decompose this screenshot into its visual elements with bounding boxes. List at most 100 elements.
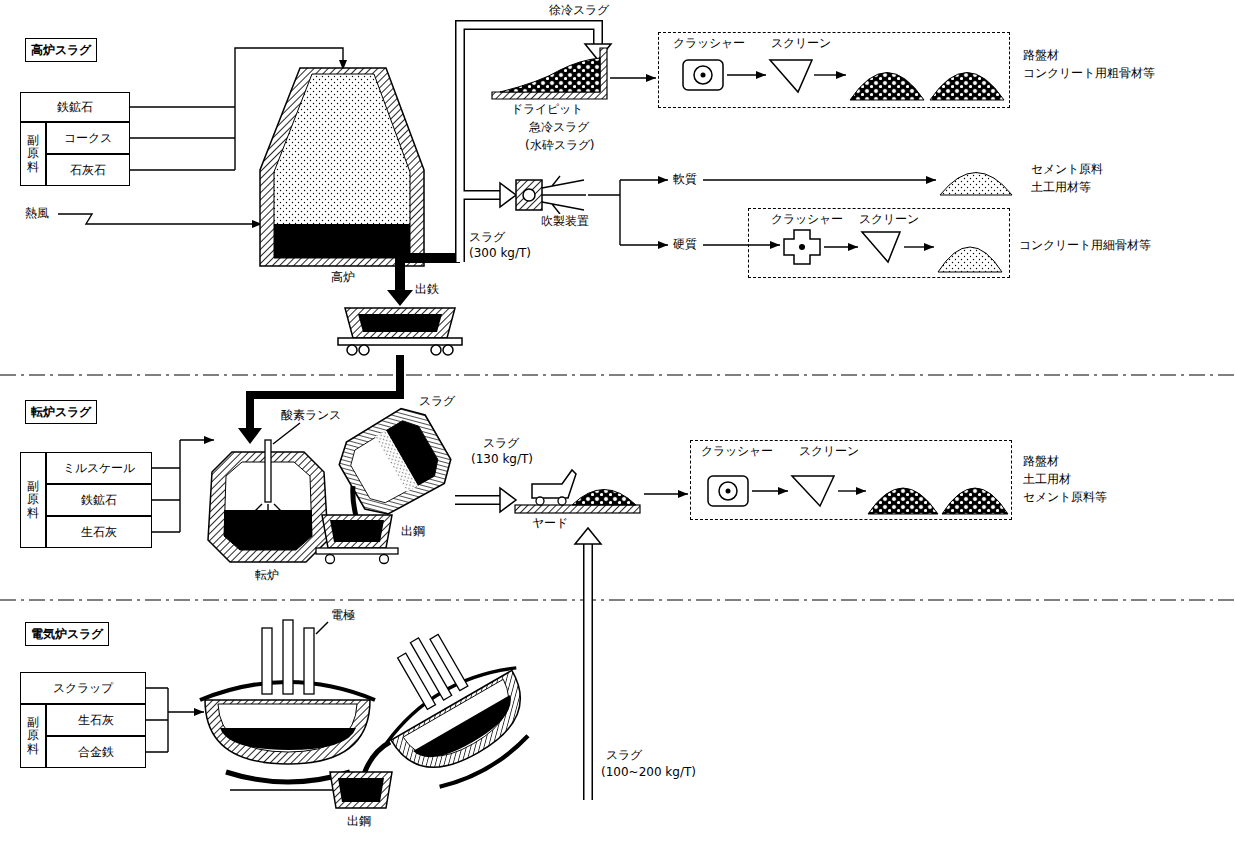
split-arrows	[703, 244, 780, 245]
granulator	[542, 176, 586, 214]
process-icons	[727, 74, 766, 75]
converter	[273, 423, 300, 444]
label: 路盤材	[1022, 454, 1060, 468]
electric-furnace	[304, 628, 314, 694]
hollow-arrow	[500, 488, 516, 512]
slag-yard	[532, 470, 576, 498]
converter	[208, 423, 328, 562]
section-heading-box: 高炉スラグ	[25, 38, 97, 62]
hollow-arrow	[585, 544, 592, 800]
material-name: 副原料	[27, 134, 39, 174]
material-name: 副原料	[27, 480, 39, 520]
slag-yard	[572, 490, 636, 506]
feed-line	[146, 688, 204, 752]
tilted-electric-furnace	[430, 634, 468, 690]
feed-line	[180, 439, 214, 440]
ladle	[330, 520, 384, 542]
material-cell: 鉄鉱石	[20, 92, 130, 122]
process-icons	[942, 488, 1008, 514]
ladle	[316, 486, 398, 564]
label: ヤード	[531, 516, 569, 530]
process-icons	[784, 230, 820, 264]
material-name: スクラップ	[53, 681, 113, 695]
ladle	[338, 778, 384, 802]
ladle	[330, 772, 392, 808]
granulator	[516, 176, 586, 214]
electric-furnace	[230, 789, 346, 791]
processing-group: クラッシャースクリーン	[690, 440, 1012, 520]
section-heading-box: 転炉スラグ	[25, 400, 97, 424]
label: セメント原料	[1030, 162, 1104, 176]
ladle	[380, 555, 389, 564]
blast-furnace	[274, 74, 410, 258]
label: 吹製装置	[540, 214, 590, 228]
process-icons	[814, 74, 846, 75]
material-cell: 合金鉄	[46, 736, 146, 768]
label: コンクリート用粗骨材等	[1022, 66, 1156, 80]
material-cell: 鉄鉱石	[46, 484, 152, 516]
electric-furnace	[205, 700, 370, 764]
slag-yard	[644, 493, 688, 494]
label: 転炉	[254, 568, 280, 582]
tilted-converter	[344, 415, 444, 510]
label: (100~200 kg/T)	[600, 765, 697, 779]
slag-yard	[515, 470, 688, 513]
label: 軟質	[672, 172, 698, 186]
label: 出鉄	[414, 282, 440, 296]
material-category-cell: 副原料	[20, 122, 46, 186]
label: 路盤材	[1022, 48, 1060, 62]
electric-furnace	[262, 628, 272, 694]
equipment-label: スクリーン	[771, 36, 831, 50]
section-separator	[0, 375, 1235, 600]
hollow-arrow	[460, 190, 502, 200]
tilted-converter	[330, 400, 459, 524]
feed-line	[152, 440, 180, 532]
label: 熱風	[24, 206, 50, 220]
section-heading: 高炉スラグ	[31, 43, 91, 57]
label: (300 kg/T)	[468, 246, 532, 260]
process-icons	[708, 476, 1008, 514]
ladle	[364, 742, 390, 774]
label: (130 kg/T)	[470, 452, 534, 466]
torpedo-car	[347, 345, 357, 355]
converter	[254, 504, 282, 512]
torpedo-car	[338, 308, 462, 355]
hollow-arrow	[455, 497, 502, 504]
blast-furnace	[260, 68, 424, 266]
label: 出鋼	[400, 524, 426, 538]
process-icons	[824, 246, 858, 247]
label: 硬質	[672, 237, 698, 251]
split-arrows	[703, 179, 936, 180]
slag-flow	[395, 258, 405, 292]
section-heading: 電気炉スラグ	[31, 627, 103, 641]
split-arrows	[620, 244, 668, 245]
slag-yard	[536, 497, 544, 505]
material-name: ミルスケール	[63, 461, 135, 475]
process-icons	[868, 488, 938, 514]
hollow-arrow	[500, 183, 516, 207]
label: スラグ	[468, 230, 506, 244]
label: 急冷スラグ	[528, 120, 590, 134]
ladle	[330, 742, 392, 808]
process-icons	[799, 244, 805, 250]
process-icons	[850, 73, 924, 101]
material-name: 石灰石	[70, 163, 106, 177]
electric-furnace	[218, 704, 357, 752]
converter	[224, 510, 312, 550]
process-icons	[862, 232, 900, 262]
label: スラグ	[482, 436, 520, 450]
process-icons	[904, 246, 934, 247]
label: 酸素ランス	[280, 408, 342, 422]
section-separator	[0, 600, 1235, 601]
section-heading-box: 電気炉スラグ	[25, 622, 109, 646]
hollow-arrow	[583, 544, 593, 800]
hot-metal-flow	[238, 428, 262, 444]
material-name: 合金鉄	[78, 745, 114, 759]
process-icons	[683, 60, 1004, 100]
material-name: 鉄鉱石	[57, 100, 93, 114]
ladle	[326, 555, 335, 564]
process-icons	[708, 476, 748, 506]
electric-furnace	[283, 620, 293, 694]
material-name: コークス	[64, 131, 112, 145]
